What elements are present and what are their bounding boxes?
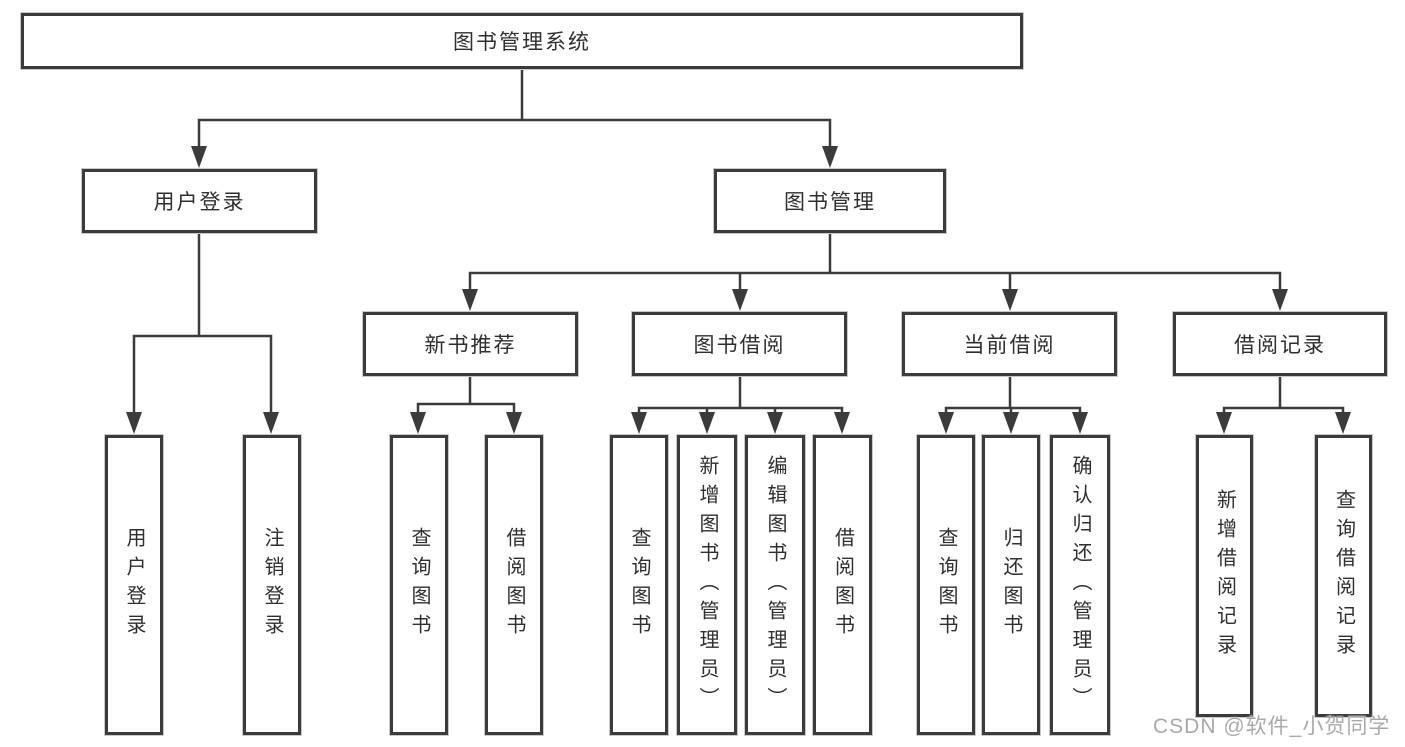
node-book-borrowing: 图书借阅 xyxy=(632,312,847,376)
leaf-query-books-current: 查询图书 xyxy=(917,435,975,735)
leaf-add-book-admin: 新增图书（管理员） xyxy=(677,435,737,735)
leaf-label: 查询图书 xyxy=(628,527,650,643)
watermark-csdn: CSDN @软件_小贺同学 xyxy=(1153,715,1391,738)
node-label: 图书管理 xyxy=(784,191,876,214)
leaf-label: 借阅图书 xyxy=(503,527,525,643)
leaf-label: 借阅图书 xyxy=(831,527,854,643)
leaf-label: 编辑图书（管理员） xyxy=(764,454,786,716)
leaf-user-login: 用户登录 xyxy=(105,435,163,735)
node-current-borrowing: 当前借阅 xyxy=(902,312,1117,376)
leaf-label: 新增图书（管理员） xyxy=(696,454,718,716)
leaf-query-books-recommendation: 查询图书 xyxy=(390,435,448,735)
node-label: 新书推荐 xyxy=(424,334,517,357)
node-borrowing-records: 借阅记录 xyxy=(1173,312,1387,376)
leaf-confirm-return-admin: 确认归还（管理员） xyxy=(1050,435,1110,735)
leaf-label: 查询借阅记录 xyxy=(1332,489,1355,663)
leaf-label: 查询图书 xyxy=(935,527,957,643)
node-label: 当前借阅 xyxy=(963,334,1056,357)
node-label: 图书管理系统 xyxy=(453,31,591,54)
leaf-add-borrow-record: 新增借阅记录 xyxy=(1196,435,1253,717)
node-library-management-system: 图书管理系统 xyxy=(21,13,1023,69)
arrowheads xyxy=(126,146,1351,434)
leaf-label: 查询图书 xyxy=(408,527,430,643)
leaf-label: 新增借阅记录 xyxy=(1213,489,1236,663)
leaf-label: 用户登录 xyxy=(123,527,145,643)
node-new-book-recommendation: 新书推荐 xyxy=(363,312,578,376)
leaf-label: 归还图书 xyxy=(1000,527,1022,643)
node-label: 借阅记录 xyxy=(1234,334,1326,357)
leaf-query-books-borrowing: 查询图书 xyxy=(610,435,668,735)
leaf-label: 注销登录 xyxy=(261,527,283,643)
node-label: 图书借阅 xyxy=(693,334,786,357)
leaf-label: 确认归还（管理员） xyxy=(1069,454,1091,716)
node-user-login: 用户登录 xyxy=(82,169,317,233)
leaf-logout: 注销登录 xyxy=(243,435,301,735)
leaf-edit-book-admin: 编辑图书（管理员） xyxy=(745,435,805,735)
node-book-management: 图书管理 xyxy=(714,169,946,233)
leaf-return-book: 归还图书 xyxy=(982,435,1040,735)
leaf-query-borrow-record: 查询借阅记录 xyxy=(1315,435,1372,717)
leaf-borrow-books-borrowing: 借阅图书 xyxy=(813,435,872,735)
node-label: 用户登录 xyxy=(153,191,246,214)
leaf-borrow-books-recommendation: 借阅图书 xyxy=(485,435,543,735)
